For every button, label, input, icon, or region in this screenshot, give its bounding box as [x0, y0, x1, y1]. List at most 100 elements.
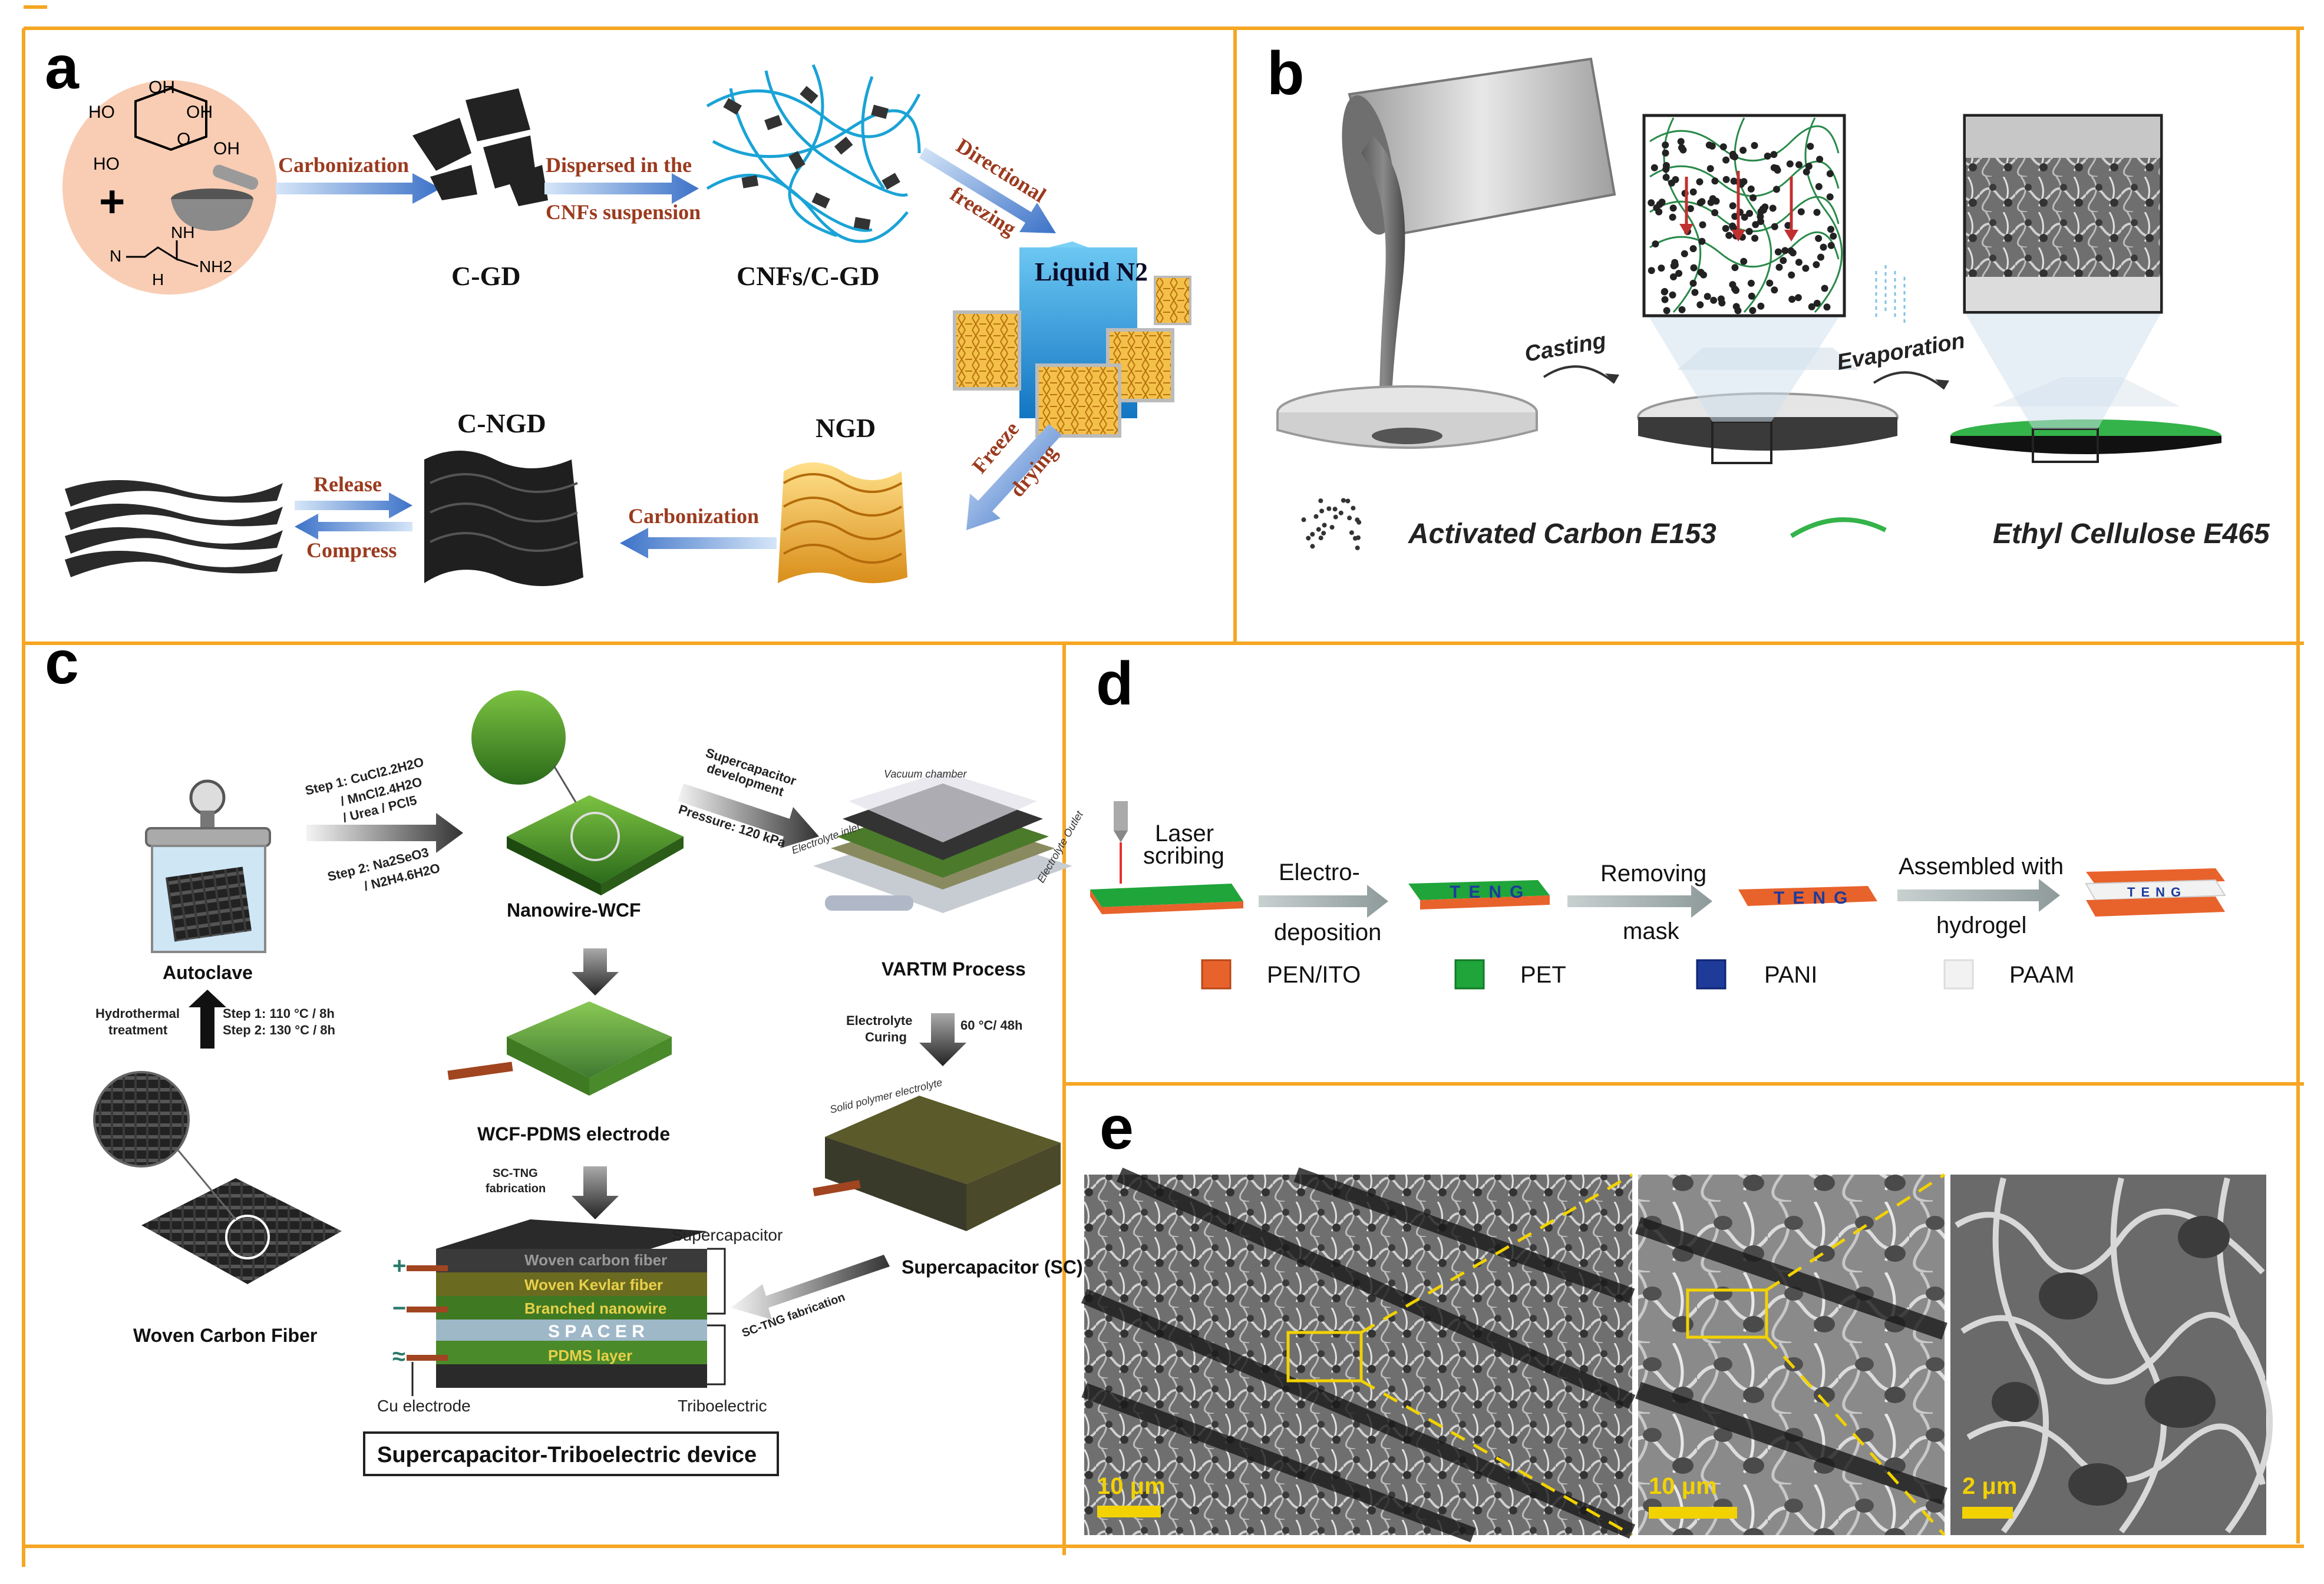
pet-cube-icon — [1454, 959, 1485, 990]
carbon-particle — [1648, 267, 1655, 275]
panel-c: c Autoclave Hydrothermal treatment Step … — [45, 629, 1085, 1476]
arrow-freeze-drying: Freeze drying — [966, 417, 1062, 530]
scale-bar-1-label: 10 μm — [1097, 1473, 1166, 1499]
zoom-box-1 — [1642, 114, 1846, 422]
step-bottom-line1: Step 1: 110 °C / 8h — [223, 1006, 335, 1021]
carbon-particle — [1815, 183, 1823, 190]
panel-b-legend: Activated Carbon E153 Ethyl Cellulose E4… — [1301, 498, 2270, 551]
legend-item-pet: PET — [1454, 959, 1566, 990]
layer-spacer: S P A C E R — [548, 1322, 645, 1341]
carbon-particle — [1661, 296, 1669, 303]
substrate-3: TENG — [1738, 886, 1877, 908]
assembled-line1: Assembled with — [1899, 854, 2064, 879]
carbon-particle — [1690, 264, 1698, 272]
carbon-particle — [1310, 544, 1315, 549]
carbon-particle — [1808, 303, 1815, 310]
label-cnfs: CNFs/C-GD — [737, 261, 880, 291]
panel-d-letter: d — [1096, 650, 1134, 718]
carbon-particle — [1689, 245, 1697, 253]
carbon-particle — [1774, 248, 1782, 256]
green-film — [1950, 377, 2221, 463]
carbon-particle — [1691, 289, 1699, 296]
carbon-particle — [1781, 247, 1789, 254]
step-bottom-line2: Step 2: 130 °C / 8h — [223, 1023, 335, 1037]
carbon-particle — [1675, 270, 1683, 277]
arrow-electrolyte-curing: Electrolyte Curing 60 °C/ 48h — [846, 1013, 1022, 1066]
cu-electrode-label: Cu electrode — [377, 1397, 471, 1415]
cngd-stack: C-NGD — [424, 408, 583, 586]
pouring-bucket — [1342, 57, 1616, 436]
hydrothermal-line1: Hydrothermal — [95, 1006, 180, 1021]
arrow-directional-freezing: Directional freezing — [919, 134, 1056, 240]
carbon-particle — [1751, 142, 1758, 149]
carbon-particle — [1722, 224, 1729, 232]
carbon-particle — [1662, 162, 1670, 169]
carbon-particle — [1696, 301, 1704, 309]
electrolyte-curing-line2: Curing — [865, 1030, 907, 1044]
carbon-particle — [1349, 530, 1354, 535]
cgd-flakes: C-GD — [412, 88, 548, 291]
carbon-particle — [1689, 188, 1697, 196]
carbon-particle — [1704, 293, 1711, 300]
woven-carbon-fiber: Woven Carbon Fiber — [93, 1071, 342, 1346]
legend-fiber-icon — [1790, 517, 1887, 538]
sign-plus: + — [392, 1253, 406, 1279]
carbon-particle — [1672, 176, 1679, 183]
electro-line2: deposition — [1274, 920, 1381, 945]
glucose-structure: HO OH OH HO OH O — [88, 78, 240, 174]
triboelectric-label: Triboelectric — [678, 1397, 767, 1415]
substrate-1 — [1090, 884, 1243, 914]
carbon-particle — [1786, 160, 1794, 168]
liquid-n2-label: Liquid N2 — [1035, 257, 1148, 286]
legend-ethyl-cellulose: Ethyl Cellulose E465 — [1993, 518, 2270, 550]
carbon-particle — [1795, 259, 1803, 266]
panel-frames — [22, 5, 2304, 1567]
label-cngd: C-NGD — [457, 408, 546, 438]
carbon-particle — [1747, 279, 1755, 287]
carbon-particle — [1697, 269, 1705, 276]
sem-image-1: 10 μm — [1081, 1167, 1636, 1543]
carbon-particle — [1662, 141, 1669, 149]
carbon-particle — [1795, 161, 1803, 168]
carbon-particle — [1706, 165, 1714, 173]
carbon-particle — [1318, 498, 1323, 504]
scale-bar-2-label: 10 μm — [1649, 1473, 1717, 1499]
carbon-particle — [1734, 307, 1742, 315]
panel-a-letter: a — [45, 34, 80, 102]
carbon-particle — [1670, 273, 1677, 280]
final-teng-device: TENG — [2085, 868, 2226, 917]
carbon-particle — [1827, 242, 1835, 249]
arrow-assembled: Assembled with hydrogel — [1897, 854, 2064, 938]
carbon-particle — [1731, 213, 1739, 220]
carbon-particle — [1729, 202, 1737, 210]
zoom-box-2 — [1963, 114, 2163, 429]
carbon-particle — [1820, 243, 1827, 251]
arrow-dispersed-line2: CNFs suspension — [546, 200, 701, 224]
carbon-particle — [1301, 517, 1306, 523]
carbon-particle — [1741, 213, 1748, 221]
removing-line2: mask — [1623, 918, 1680, 944]
carbon-particle — [1826, 193, 1834, 201]
carbon-particle — [1710, 296, 1718, 304]
carbon-particle — [1719, 143, 1727, 151]
dicyandiamide-structure: NH N NH2 H — [110, 223, 232, 289]
carbon-particle — [1677, 138, 1685, 145]
wcf-pdms-electrode: WCF-PDMS electrode — [447, 1001, 672, 1145]
carbon-particle — [1813, 209, 1821, 216]
arrow-dispersed: Dispersed in the CNFs suspension — [544, 153, 701, 224]
carbon-particle — [1669, 291, 1676, 299]
carbon-particle — [1731, 264, 1739, 272]
carbon-particle — [1355, 545, 1360, 551]
plus-sign: + — [99, 177, 125, 227]
arrow-step-top: Step 1: CuCl2.2H2O / MnCl2.4H2O / Urea /… — [303, 755, 463, 894]
arrow-casting-label: Casting — [1523, 328, 1608, 367]
carbon-particle — [1771, 223, 1778, 230]
released-sheets — [65, 480, 283, 577]
arrow-carbonization: Carbonization — [276, 153, 441, 204]
carbon-particle — [1797, 208, 1805, 216]
substrate-2: TENG — [1408, 880, 1550, 910]
sem-image-3: 2 μm — [1950, 1175, 2273, 1535]
carbon-particle — [1749, 307, 1757, 315]
vartm-label: VARTM Process — [882, 958, 1026, 980]
